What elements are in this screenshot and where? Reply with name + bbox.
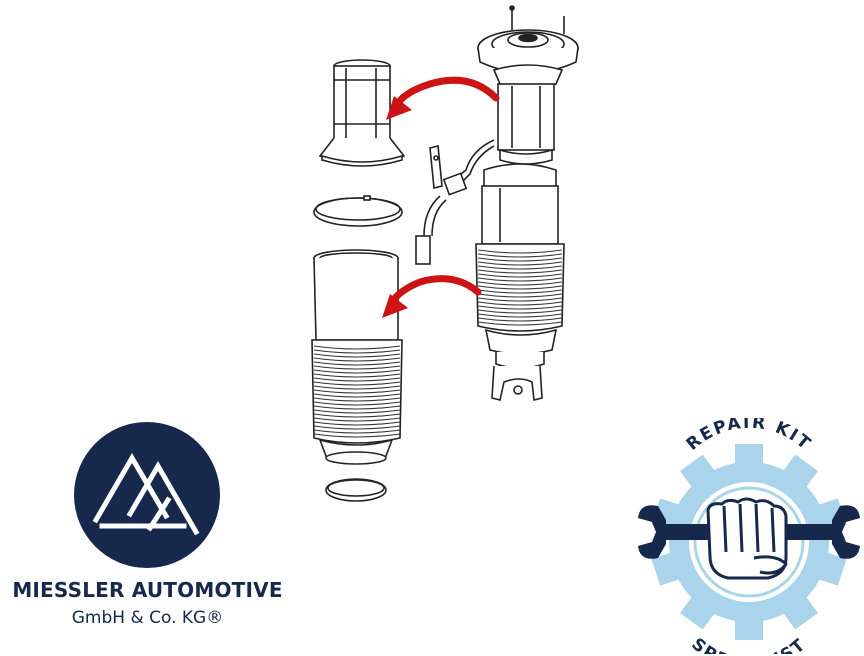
air-spring-bellows-part [311, 249, 403, 465]
sensor-cable [415, 139, 495, 265]
fist-icon [706, 497, 788, 580]
arrow-lower [382, 275, 482, 318]
clamp-ring-lower [325, 478, 387, 502]
bellows-ribs-part [313, 345, 401, 438]
upper-sleeve-part [318, 59, 406, 167]
assembled-bellows [475, 243, 565, 332]
brand-name: MIESSLER AUTOMOTIVE [12, 578, 283, 602]
brand-subtitle: GmbH & Co. KG® [71, 608, 224, 628]
repair-kit-specialist-badge: REPAIR KIT SPECIALIST [638, 418, 860, 654]
clamp-ring-upper [313, 195, 403, 227]
assembled-bellows-ribs [477, 249, 563, 326]
wrench-icon [638, 505, 860, 559]
assembled-strut [475, 5, 579, 401]
miessler-logo [74, 422, 220, 568]
arrow-upper [386, 76, 500, 120]
